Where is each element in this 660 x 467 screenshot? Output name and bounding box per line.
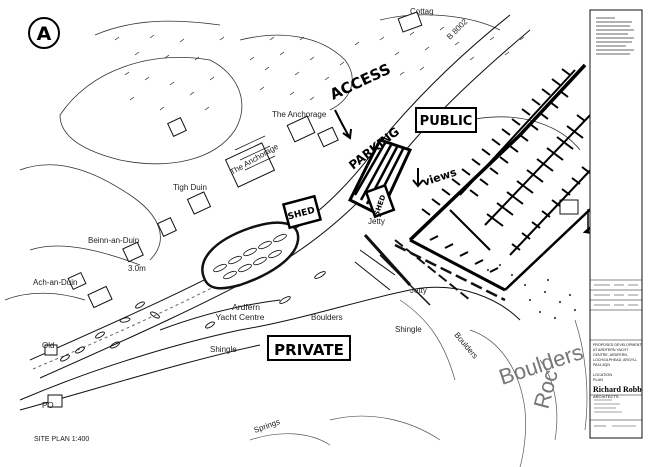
label-3om: 3.0m bbox=[128, 264, 146, 273]
label-shingle-mid: Shingle bbox=[395, 325, 422, 334]
drawing-line-2: PLAN bbox=[593, 378, 603, 382]
label-po: PO bbox=[42, 401, 54, 410]
sheet-marker-letter: A bbox=[37, 23, 52, 45]
label-beinn-an-duin: Beinn-an-Duin bbox=[88, 236, 139, 245]
hillside-contours bbox=[4, 14, 581, 301]
label-shingle-left: Shingle bbox=[210, 345, 237, 354]
boat-storage-area bbox=[201, 221, 300, 290]
project-line-5: PA31 8QN bbox=[593, 363, 610, 367]
shed-box-2 bbox=[364, 183, 396, 219]
title-block-rows bbox=[590, 279, 642, 421]
label-ach-an-duin: Ach-an-Duin bbox=[33, 278, 77, 287]
label-yacht-centre-line: Yacht Centre bbox=[216, 312, 265, 322]
practice-name: Richard Robb bbox=[593, 385, 642, 394]
project-line-4: LOCHGILPHEAD, ARGYLL bbox=[593, 358, 637, 362]
vegetation-hatching bbox=[114, 26, 525, 111]
private-box bbox=[267, 335, 351, 361]
project-line-3: CENTRE, ARDFERN, bbox=[593, 353, 628, 357]
public-label: PUBLIC bbox=[420, 114, 473, 129]
boundary-dash-line bbox=[394, 243, 506, 302]
label-tigh-duin: Tigh Duin bbox=[173, 183, 207, 192]
title-block: PROPOSED DEVELOPMENT AT ARDFERN YACHT CE… bbox=[589, 9, 643, 439]
label-boulders-mid: Boulders bbox=[311, 313, 343, 322]
jetties bbox=[354, 233, 471, 306]
practice-sub: ARCHITECTS bbox=[593, 394, 619, 399]
label-ardfern-line: Ardfern bbox=[232, 302, 260, 312]
label-jetty-2: Jetty bbox=[410, 286, 427, 295]
site-plan-footer: SITE PLAN 1:400 bbox=[34, 436, 89, 443]
label-old: Old bbox=[42, 341, 54, 350]
marina-pontoons bbox=[408, 63, 611, 292]
title-block-table-text bbox=[594, 284, 638, 427]
project-line-2: AT ARDFERN YACHT bbox=[593, 348, 629, 352]
sheet-marker-circle bbox=[28, 17, 60, 49]
private-label: PRIVATE bbox=[274, 341, 344, 359]
label-the-anchorage-top: The Anchorage bbox=[272, 110, 327, 119]
rocks-stipple bbox=[486, 263, 577, 320]
views-arrow bbox=[412, 168, 424, 188]
public-box bbox=[415, 107, 477, 133]
moored-boats bbox=[60, 271, 326, 362]
buildings-left bbox=[44, 11, 579, 408]
shed-box-1 bbox=[281, 194, 323, 230]
seabed-contours bbox=[249, 299, 588, 467]
title-block-notes bbox=[596, 17, 634, 55]
project-line-1: PROPOSED DEVELOPMENT bbox=[593, 343, 642, 347]
label-jetty-1: Jetty bbox=[368, 217, 385, 226]
label-cottage: Cottag bbox=[410, 7, 434, 16]
drawing-line-1: LOCATION bbox=[593, 373, 612, 377]
access-arrow bbox=[334, 109, 352, 140]
